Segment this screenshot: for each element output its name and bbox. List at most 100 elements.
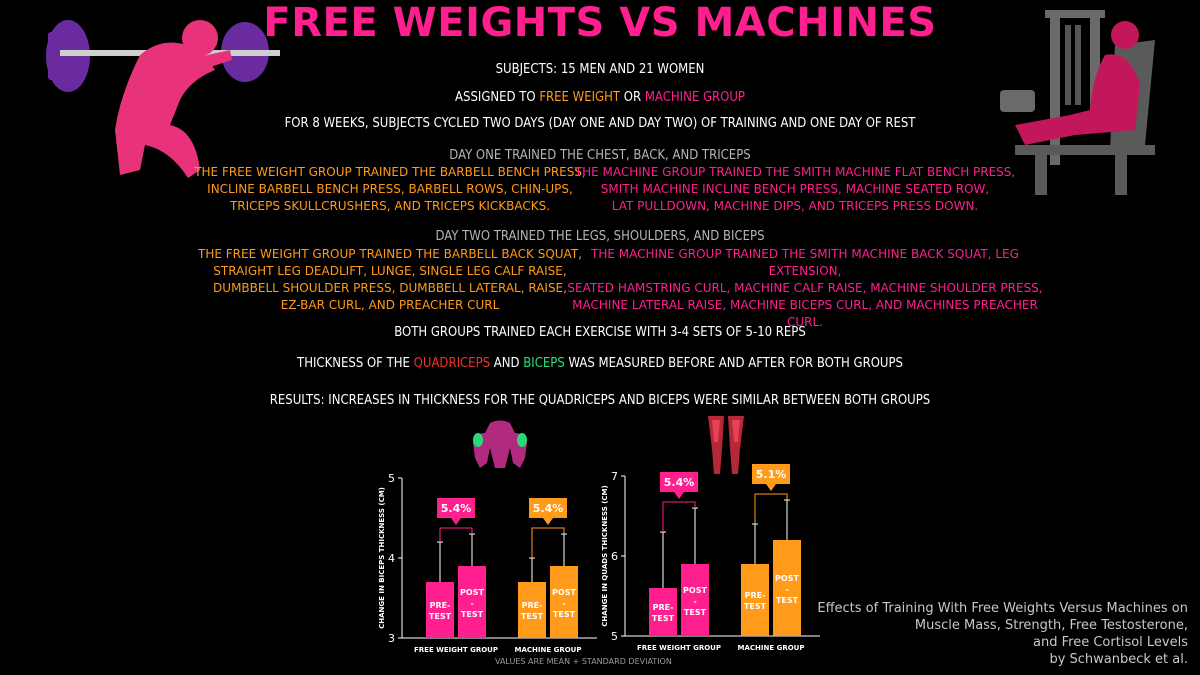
y-tick-label: 5 [611,630,618,643]
day-two-machine-line: SEATED HAMSTRING CURL, MACHINE CALF RAIS… [567,281,1043,295]
bar-label: TEST [652,614,675,623]
percent-change-box [529,498,567,518]
day-two-heading: DAY TWO TRAINED THE LEGS, SHOULDERS, AND… [435,229,765,244]
page-title: FREE WEIGHTS VS MACHINES [263,0,937,46]
bar-label: TEST [744,602,767,611]
citation-line: Effects of Training With Free Weights Ve… [817,601,1188,616]
category-label: MACHINE GROUP [738,644,805,652]
pre-test-bar [426,582,454,638]
bar-label: - [562,599,565,608]
bar-label: TEST [429,612,452,621]
bar-label: - [693,597,696,606]
bar-label: POST [775,574,799,583]
bar-label: - [785,585,788,594]
day-one-heading: DAY ONE TRAINED THE CHEST, BACK, AND TRI… [449,148,751,163]
quadriceps-anatomy-icon [708,416,744,474]
barbell-squat-figure-icon [46,20,280,178]
day-one-machine-list: THE MACHINE GROUP TRAINED THE SMITH MACH… [570,164,1020,215]
biceps-label: BICEPS [523,356,565,371]
citation-line: Muscle Mass, Strength, Free Testosterone… [914,618,1188,633]
percent-change-label: 5.4% [441,502,472,515]
bar-label: TEST [553,610,576,619]
percent-change-box [752,464,790,484]
percent-change-box [660,472,698,492]
results-line: RESULTS: INCREASES IN THICKNESS FOR THE … [269,393,931,408]
y-tick-label: 6 [611,550,618,563]
assigned-mid: OR [620,90,645,105]
significance-bracket [439,527,473,542]
y-tick-label: 4 [388,552,395,565]
machine-group-label: MACHINE GROUP [644,90,745,105]
biceps-anatomy-icon [473,420,527,468]
chart-footnote: VALUES ARE MEAN + STANDARD DEVIATION [495,657,672,666]
bar-label: PRE- [745,591,766,600]
bar-label: POST [683,586,707,595]
quadriceps-label: QUADRICEPS [413,356,491,371]
subjects-line: SUBJECTS: 15 MEN AND 21 WOMEN [495,62,705,77]
citation-line: by Schwanbeck et al. [1049,652,1188,667]
bar-label: POST [460,588,484,597]
y-tick-label: 7 [611,470,618,483]
bar-label: POST [552,588,576,597]
y-axis-label: CHANGE IN QUADS THICKNESS (CM) [601,485,609,626]
day-two-free-line: DUMBBELL SHOULDER PRESS, DUMBBELL LATERA… [213,281,567,295]
free-weight-label: FREE WEIGHT [539,90,621,105]
bar-label: PRE- [522,601,543,610]
post-test-bar [458,566,486,638]
day-one-machine-line: THE MACHINE GROUP TRAINED THE SMITH MACH… [574,165,1016,179]
bar-label: TEST [776,596,799,605]
day-one-machine-line: SMITH MACHINE INCLINE BENCH PRESS, MACHI… [600,182,990,196]
pre-test-bar [741,564,769,636]
thickness-mid: AND [490,356,524,371]
post-test-bar [550,566,578,638]
schedule-line: FOR 8 WEEKS, SUBJECTS CYCLED TWO DAYS (D… [284,116,916,131]
day-two-machine-line: MACHINE LATERAL RAISE, MACHINE BICEPS CU… [572,298,1038,329]
significance-bracket [754,493,788,524]
percent-change-label: 5.4% [664,476,695,489]
significance-bracket [531,527,565,558]
day-one-free-line: INCLINE BARBELL BENCH PRESS, BARBELL ROW… [207,182,573,196]
day-one-machine-line: LAT PULLDOWN, MACHINE DIPS, AND TRICEPS … [611,199,979,213]
percent-change-label: 5.1% [756,468,787,481]
bar-label: TEST [684,608,707,617]
category-label: MACHINE GROUP [515,646,582,654]
day-two-machine-line: THE MACHINE GROUP TRAINED THE SMITH MACH… [591,247,1019,278]
source-citation: Effects of Training With Free Weights Ve… [817,600,1188,668]
thickness-suffix: WAS MEASURED BEFORE AND AFTER FOR BOTH G… [564,356,903,371]
y-axis-label: CHANGE IN BICEPS THICKNESS (CM) [378,487,386,629]
assigned-prefix: ASSIGNED TO [455,90,540,105]
bar-label: PRE- [653,603,674,612]
day-two-free-line: STRAIGHT LEG DEADLIFT, LUNGE, SINGLE LEG… [213,264,567,278]
y-tick-label: 3 [388,632,395,645]
percent-change-pointer [674,492,684,499]
day-two-machine-list: THE MACHINE GROUP TRAINED THE SMITH MACH… [560,246,1050,331]
day-two-free-list: THE FREE WEIGHT GROUP TRAINED THE BARBEL… [180,246,600,314]
pre-test-bar [518,582,546,638]
leg-extension-machine-icon [1000,10,1155,195]
bar-label: TEST [461,610,484,619]
percent-change-pointer [766,484,776,491]
day-one-free-line: TRICEPS SKULLCRUSHERS, AND TRICEPS KICKB… [229,199,551,213]
category-label: FREE WEIGHT GROUP [414,646,498,654]
percent-change-box [437,498,475,518]
citation-line: and Free Cortisol Levels [1033,635,1188,650]
percent-change-pointer [451,518,461,525]
post-test-bar [773,540,801,636]
category-label: FREE WEIGHT GROUP [637,644,721,652]
day-two-free-line: EZ-BAR CURL, AND PREACHER CURL [280,298,500,312]
thickness-line: THICKNESS OF THE QUADRICEPS AND BICEPS W… [0,356,1200,371]
day-two-free-line: THE FREE WEIGHT GROUP TRAINED THE BARBEL… [198,247,582,261]
bar-label: TEST [521,612,544,621]
y-tick-label: 5 [388,472,395,485]
post-test-bar [681,564,709,636]
thickness-prefix: THICKNESS OF THE [297,356,414,371]
percent-change-pointer [543,518,553,525]
assigned-line: ASSIGNED TO FREE WEIGHT OR MACHINE GROUP [0,90,1200,105]
bar-label: - [470,599,473,608]
day-one-free-line: THE FREE WEIGHT GROUP TRAINED THE BARBEL… [194,165,586,179]
significance-bracket [662,501,696,532]
percent-change-label: 5.4% [533,502,564,515]
bar-label: PRE- [430,601,451,610]
